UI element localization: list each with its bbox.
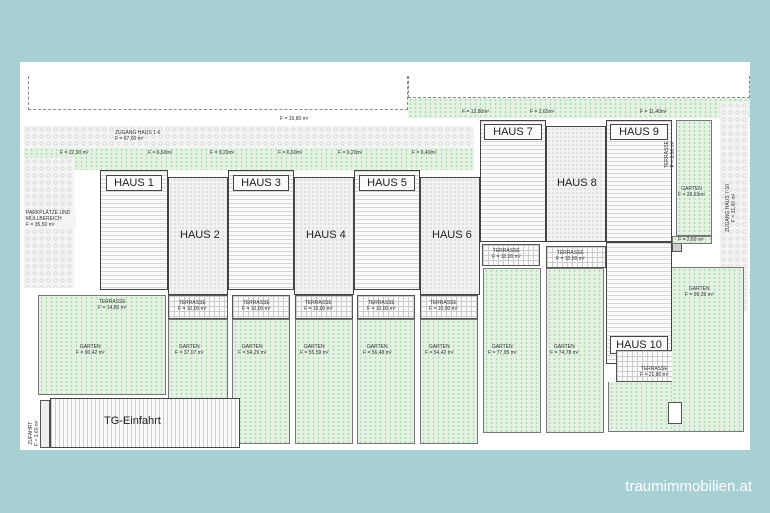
watermark: traumimmobilien.at [625,478,752,495]
terrace-7 [482,244,540,266]
house-7[interactable] [480,120,546,242]
terrace-8 [546,246,606,268]
tg-einfahrt-label: TG-Einfahrt [104,415,161,427]
road-area-right [408,76,750,98]
house-6[interactable] [420,177,480,295]
small-green [672,236,712,244]
road-area-label: F = 16,80 m² [280,116,309,122]
garden-10 [672,267,744,432]
house-2-label: HAUS 2 [180,229,220,241]
road-area [28,76,408,110]
green-area-label: F = 22,90 m² [60,150,89,156]
green-area-label: F = 11,40m² [640,109,667,115]
zugang-path-1-6 [24,126,474,150]
green-area-label: F = 6,40m² [412,150,437,156]
shed [668,402,682,424]
green-area-label: F = 6,60m² [148,150,173,156]
house-9[interactable] [606,120,672,242]
house-8[interactable] [546,126,606,242]
terrace-5 [357,295,415,319]
green-area-label: F = 2,65m² [530,109,555,115]
green-area-label: F = 6,60m² [278,150,303,156]
garden-7 [483,268,541,433]
small-area-label: F = 2,60 m² [678,237,704,243]
garden-4 [295,319,353,444]
terrace-3 [232,295,290,319]
garden-2 [168,319,228,399]
terrace-4 [295,295,353,319]
garden-10-lower [608,382,672,432]
house-3-label: HAUS 3 [233,175,289,191]
house-2[interactable] [168,177,228,295]
house-5-label: HAUS 5 [359,175,415,191]
house-8-label: HAUS 8 [557,177,597,189]
front-greens [24,148,474,170]
garden-5 [357,319,415,444]
zufahrt [40,400,50,448]
garden-3 [232,319,290,444]
tg-einfahrt [50,398,240,448]
garden-9 [676,120,712,236]
upper-green [408,98,750,118]
green-area-label: F = 12,80m² [462,109,490,115]
house-9-label: HAUS 9 [610,124,668,140]
house-1-label: HAUS 1 [106,175,162,191]
house-4[interactable] [294,177,354,295]
terrace-2 [168,295,228,319]
green-area-label: F = 9,20m² [210,150,235,156]
garden-6 [420,319,478,444]
house-6-label: HAUS 6 [432,229,472,241]
green-area-label: F = 9,20m² [338,150,363,156]
house-10-label: HAUS 10 [610,336,668,354]
house-4-label: HAUS 4 [306,229,346,241]
terrace-6 [420,295,478,319]
garden-8 [546,268,604,433]
house-7-label: HAUS 7 [484,124,542,140]
garden-1 [38,295,166,395]
